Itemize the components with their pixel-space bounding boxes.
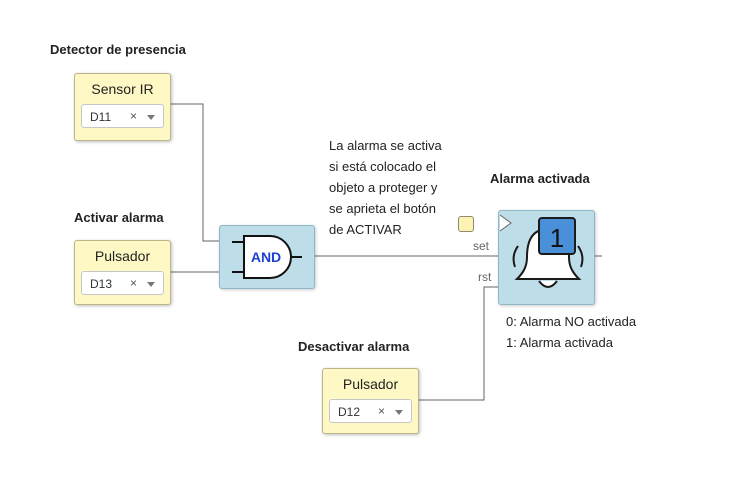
- pulsador-desactivar-pin-select[interactable]: D12 ×: [329, 399, 412, 423]
- pulsador-activar-pin-select[interactable]: D13 ×: [81, 271, 164, 295]
- chevron-down-icon[interactable]: [395, 410, 403, 415]
- pulsador-activar-label: Pulsador: [94, 248, 151, 264]
- wire-sensor-to-and: [169, 103, 219, 242]
- pulsador-activar-block[interactable]: Pulsador D13 ×: [74, 240, 171, 305]
- and-gate-label: AND: [251, 249, 281, 265]
- alarm-graphic: 1: [499, 214, 584, 288]
- rst-pin-label: rst: [478, 270, 492, 284]
- pulsador-activar-pin-value: D13: [90, 277, 113, 291]
- alarm-block[interactable]: 1: [498, 210, 595, 305]
- set-pin-label: set: [473, 239, 490, 253]
- clock-input-icon: [499, 214, 512, 232]
- alarm-toggle-square[interactable]: [458, 216, 474, 232]
- title-alarma: Alarma activada: [490, 171, 590, 186]
- legend-0: 0: Alarma NO activada: [506, 314, 637, 329]
- pulsador-desactivar-block[interactable]: Pulsador D12 ×: [322, 368, 419, 434]
- clear-icon[interactable]: ×: [129, 109, 137, 123]
- wire-desactivar-to-rst: [417, 286, 498, 401]
- sensor-ir-block[interactable]: Sensor IR D11 ×: [74, 73, 171, 141]
- sensor-ir-label: Sensor IR: [91, 81, 154, 97]
- legend-1: 1: Alarma activada: [506, 335, 613, 350]
- and-gate-icon: AND: [232, 235, 302, 279]
- pulsador-desactivar-pin-value: D12: [338, 405, 361, 419]
- chevron-down-icon[interactable]: [147, 115, 155, 120]
- sensor-pin-select[interactable]: D11 ×: [81, 104, 164, 128]
- alarm-display: [538, 217, 576, 255]
- chevron-down-icon[interactable]: [147, 282, 155, 287]
- title-activar: Activar alarma: [74, 210, 164, 225]
- sensor-pin-value: D11: [90, 110, 112, 124]
- clear-icon[interactable]: ×: [129, 276, 137, 290]
- instruction-note: La alarma se activa si está colocado el …: [329, 138, 442, 237]
- alarm-display-value: 1: [550, 223, 564, 253]
- title-detector: Detector de presencia: [50, 42, 186, 57]
- and-gate-block[interactable]: AND: [219, 225, 315, 289]
- pulsador-desactivar-label: Pulsador: [342, 376, 399, 392]
- clear-icon[interactable]: ×: [377, 404, 385, 418]
- title-desactivar: Desactivar alarma: [298, 339, 410, 354]
